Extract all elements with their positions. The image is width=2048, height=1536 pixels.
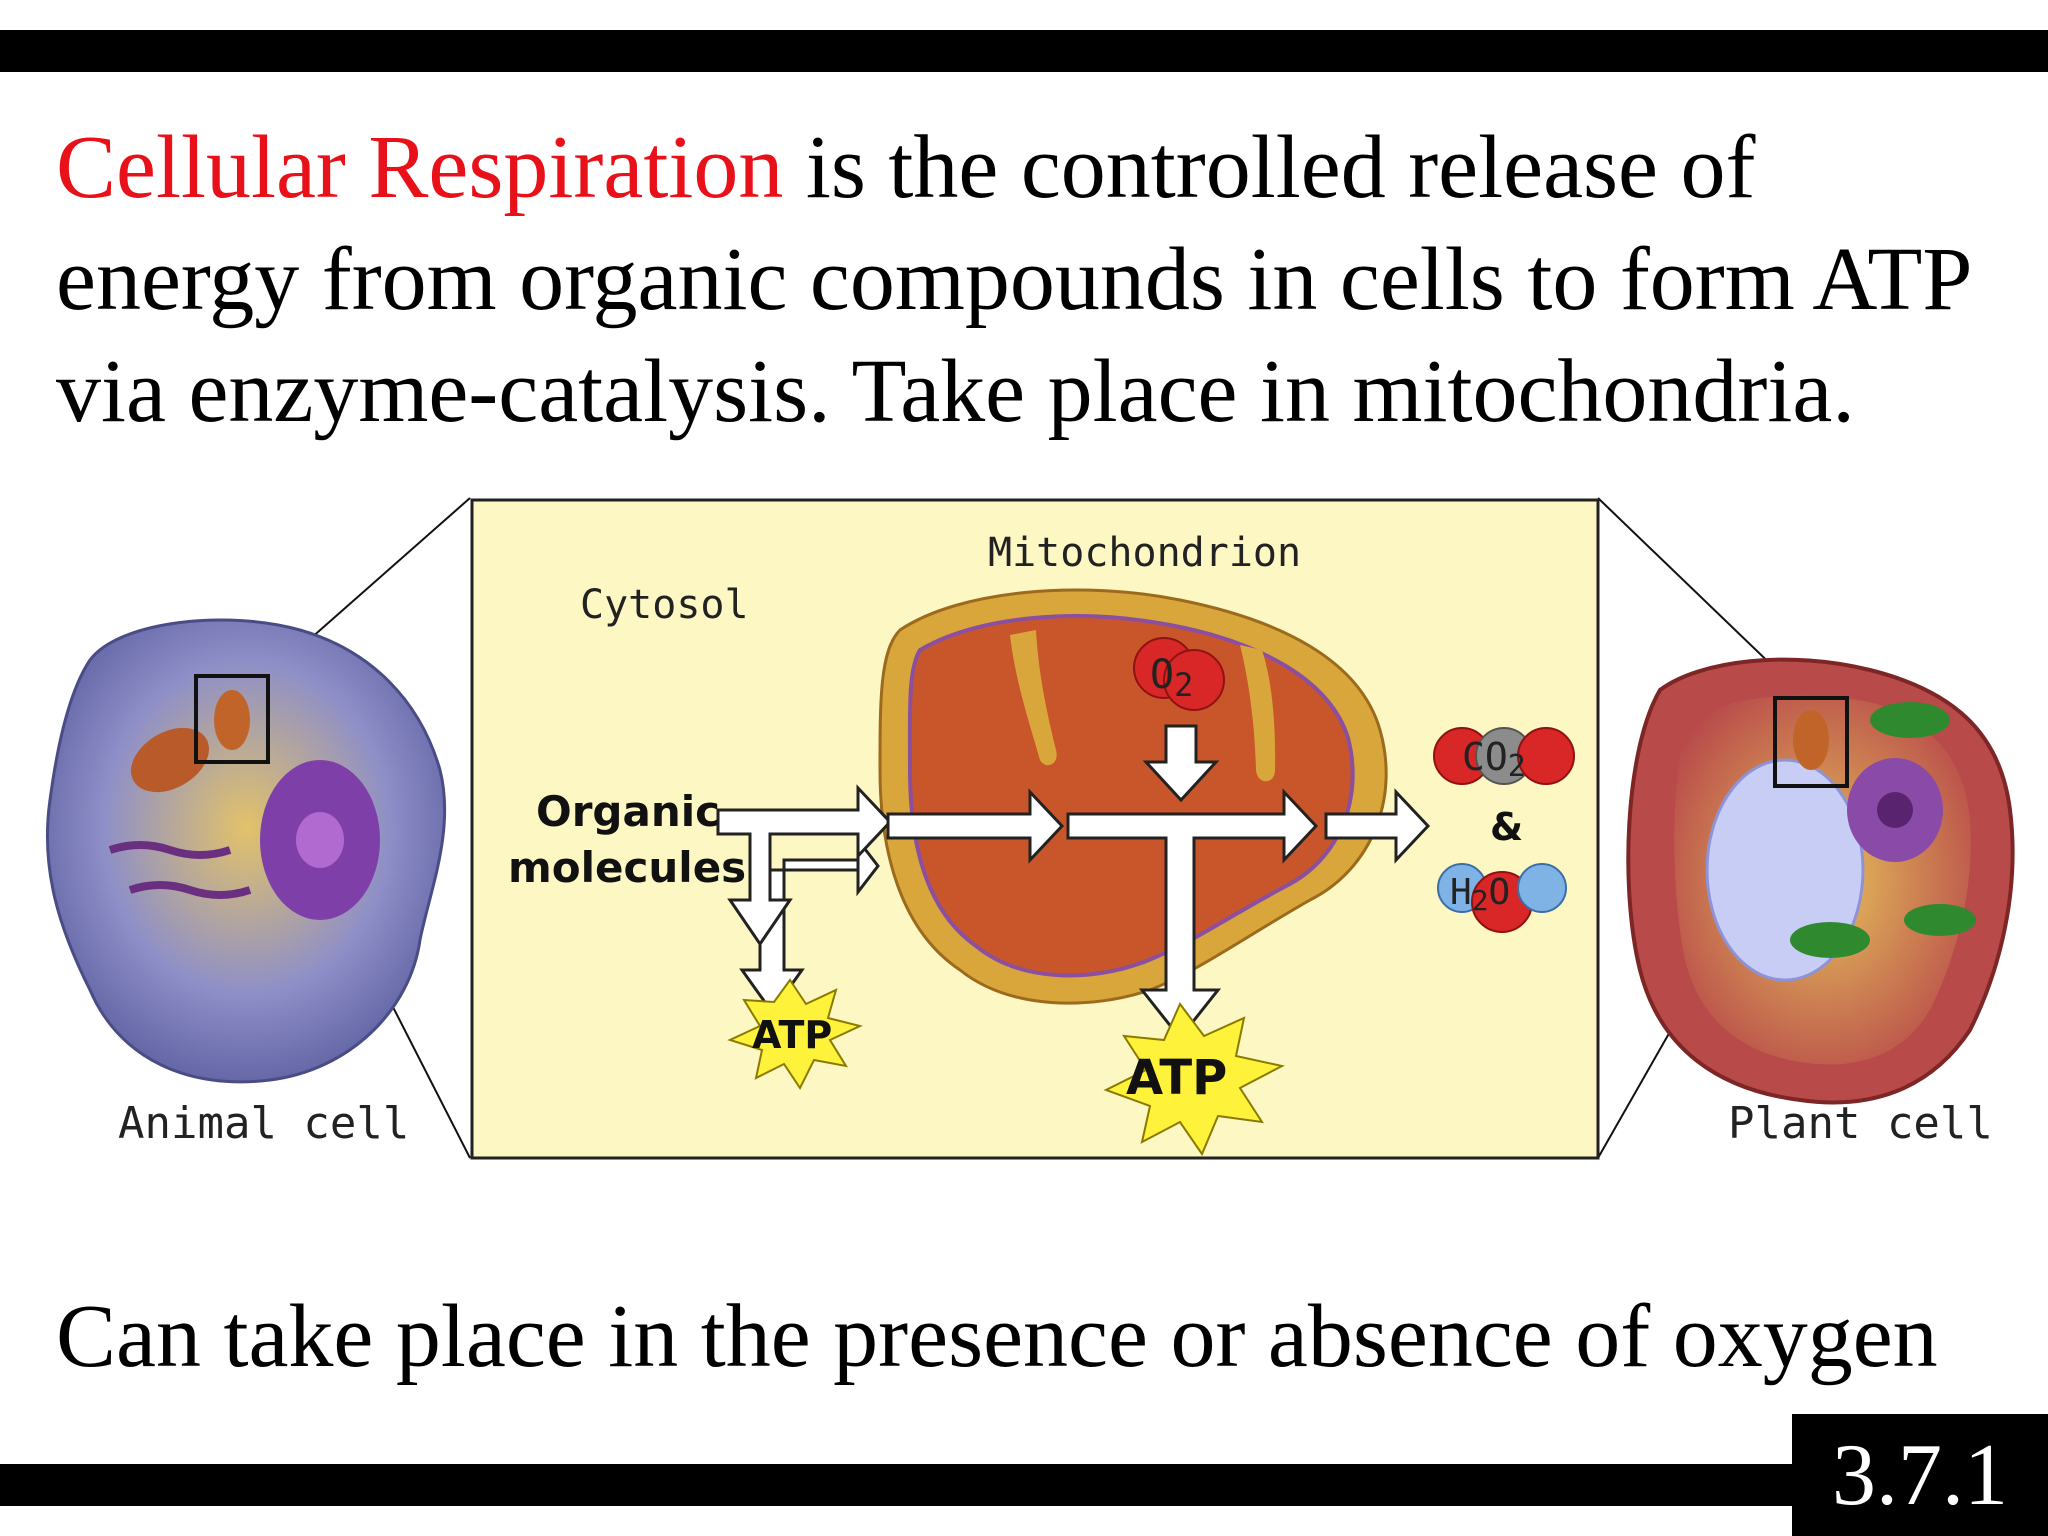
- ampersand-label: &: [1490, 805, 1523, 849]
- animal-cell-label: Animal cell: [118, 1098, 409, 1149]
- intro-definition: is the controlled release of energy from…: [56, 118, 1970, 441]
- oxygen-note: Can take place in the presence or absenc…: [56, 1287, 1938, 1386]
- term-cellular-respiration: Cellular Respiration: [56, 118, 784, 217]
- organic-input-arrow: [716, 784, 893, 947]
- atp-large-label: ATP: [1126, 1050, 1227, 1106]
- oxygen-label: O2: [1150, 652, 1193, 704]
- water-label: H2O: [1450, 872, 1510, 917]
- mito-main-arrow: [1066, 788, 1319, 1041]
- slide-number: 3.7.1: [1792, 1414, 2048, 1536]
- organic-label-line1: Organic: [536, 787, 720, 836]
- flow-arrows: [716, 724, 1431, 1041]
- cytosol-label: Cytosol: [580, 582, 749, 628]
- atp-burst-large: ATP: [1103, 1002, 1285, 1157]
- plant-cell: [1626, 657, 2015, 1105]
- mitochondrion-label: Mitochondrion: [988, 530, 1301, 576]
- mito-entry-arrow: [886, 788, 1065, 864]
- plant-cell-label: Plant cell: [1728, 1098, 1993, 1149]
- atp-small-label: ATP: [752, 1013, 832, 1057]
- mitochondrion: [878, 588, 1388, 1005]
- organic-label-line2: molecules: [508, 843, 746, 892]
- animal-cell: [45, 618, 447, 1084]
- respiration-diagram: Animal cell Plant cell Cytosol Mitochond…: [45, 497, 2015, 1160]
- co2-molecule: CO2: [1433, 727, 1575, 785]
- co2-label: CO2: [1462, 735, 1526, 784]
- atp-burst-small: ATP: [727, 978, 863, 1090]
- output-arrow: [1324, 788, 1431, 864]
- intro-paragraph: Cellular Respiration is the controlled r…: [56, 112, 2016, 448]
- cytosol-branch-arrow: [739, 810, 880, 1015]
- oxygen-molecule: O2: [1133, 637, 1225, 711]
- oxygen-arrow: [1142, 724, 1220, 803]
- water-molecule: H2O: [1437, 863, 1567, 933]
- bottom-rule: [0, 1464, 2048, 1506]
- top-rule: [0, 30, 2048, 72]
